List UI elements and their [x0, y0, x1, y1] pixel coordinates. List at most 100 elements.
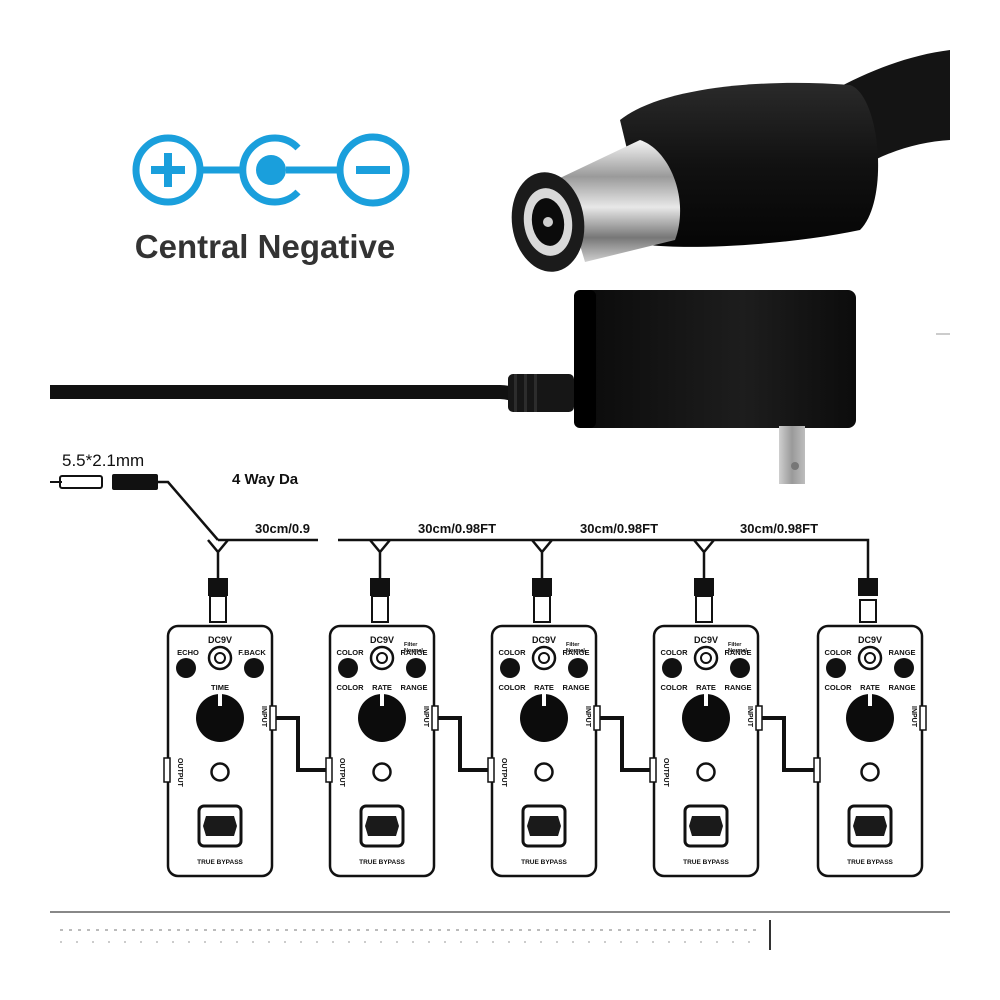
pedal-body [652, 624, 760, 878]
plus-circle-icon [132, 134, 204, 206]
power-adapter-photo [50, 290, 950, 484]
dc-jack-label: DC9V [858, 635, 882, 645]
main-knob-label: RATE [372, 683, 392, 692]
pedal-body [328, 624, 436, 878]
center-pin-icon [239, 134, 301, 206]
pedal-footer-label: TRUE BYPASS [197, 859, 243, 866]
output-jack-icon [649, 757, 657, 783]
input-jack-icon [269, 705, 277, 731]
mode-switch-label: Filter [566, 642, 580, 648]
main-knob-icon [358, 694, 406, 742]
right-knob-label: RANGE [400, 648, 427, 657]
left-knob-label: COLOR [498, 683, 526, 692]
dc-jack-label: DC9V [532, 635, 556, 645]
main-knob-icon [520, 694, 568, 742]
pedal-body [166, 624, 274, 878]
output-jack-label: OUTPUT [176, 758, 183, 788]
mode-switch-label: Normal [566, 648, 585, 654]
input-jack-label: INPUT [910, 706, 917, 728]
small-knob-right-icon [406, 658, 426, 678]
output-jack-icon [487, 757, 495, 783]
input-jack-icon [431, 705, 439, 731]
dc-jack-pin-icon [538, 652, 550, 664]
pedal-connector-1 [208, 578, 228, 623]
mode-switch-label: Filter [728, 642, 742, 648]
led-indicator-icon [696, 762, 716, 782]
pedal-footer-label: TRUE BYPASS [521, 859, 567, 866]
knob-pointer-icon [542, 694, 546, 706]
right-knob-label: RANGE [400, 683, 427, 692]
input-jack-icon [919, 705, 927, 731]
right-knob-label: RANGE [562, 648, 589, 657]
main-knob-icon [682, 694, 730, 742]
main-knob-label: RATE [860, 683, 880, 692]
output-jack-icon [163, 757, 171, 783]
patch-cable [438, 716, 488, 772]
footswitch-icon [689, 816, 723, 836]
small-knob-right-icon [894, 658, 914, 678]
left-knob-label: COLOR [336, 648, 364, 657]
male-plug [59, 475, 103, 489]
patch-cable [600, 716, 650, 772]
small-knob-right-icon [568, 658, 588, 678]
output-jack-label: OUTPUT [338, 758, 345, 788]
led-indicator-icon [210, 762, 230, 782]
polarity-label: Central Negative [135, 228, 395, 265]
main-knob-icon [196, 694, 244, 742]
segment-label-4: 30cm/0.98FT [740, 521, 818, 536]
polarity-symbol [132, 133, 410, 207]
dc-jack-label: DC9V [208, 635, 232, 645]
left-knob-label: COLOR [498, 648, 526, 657]
pedal-footer-label: TRUE BYPASS [683, 859, 729, 866]
left-knob-label: COLOR [660, 683, 688, 692]
left-knob-label: COLOR [336, 683, 364, 692]
right-knob-label: RANGE [888, 648, 915, 657]
right-knob-label: RANGE [562, 683, 589, 692]
footswitch-icon [527, 816, 561, 836]
knob-pointer-icon [380, 694, 384, 706]
dc-jack-label: DC9V [370, 635, 394, 645]
knob-pointer-icon [218, 694, 222, 706]
small-knob-left-icon [176, 658, 196, 678]
small-knob-left-icon [338, 658, 358, 678]
pedal-footer-label: TRUE BYPASS [359, 859, 405, 866]
small-knob-right-icon [730, 658, 750, 678]
segment-label-1: 30cm/0.9 [255, 521, 310, 536]
pedal-body [490, 624, 598, 878]
mode-switch-label: Normal [728, 648, 747, 654]
dc-plug-photo [500, 50, 950, 275]
patch-cable [276, 716, 326, 772]
pedal-footer-label: TRUE BYPASS [847, 859, 893, 866]
output-jack-icon [813, 757, 821, 783]
pedal-connector-5 [858, 578, 878, 623]
mode-switch-label: Normal [404, 648, 423, 654]
dc-jack-pin-icon [864, 652, 876, 664]
main-knob-label: RATE [696, 683, 716, 692]
input-jack-label: INPUT [422, 706, 429, 728]
mode-switch-label: Filter [404, 642, 418, 648]
input-jack-label: INPUT [260, 706, 267, 728]
footswitch-icon [203, 816, 237, 836]
left-knob-label: COLOR [824, 683, 852, 692]
patch-cable [762, 716, 814, 772]
led-indicator-icon [372, 762, 392, 782]
splitter-cable: 5.5*2.1mm 4 Way Da 30cm/0.9 30cm/0.98FT … [50, 451, 878, 623]
input-jack-icon [755, 705, 763, 731]
output-jack-label: OUTPUT [662, 758, 669, 788]
knob-pointer-icon [868, 694, 872, 706]
splitter-title: 4 Way Da [232, 471, 299, 488]
dc-jack-pin-icon [700, 652, 712, 664]
small-knob-left-icon [662, 658, 682, 678]
right-knob-label: F.BACK [238, 648, 266, 657]
pedal-body [816, 624, 924, 878]
led-indicator-icon [534, 762, 554, 782]
input-jack-label: INPUT [746, 706, 753, 728]
led-indicator-icon [860, 762, 880, 782]
small-knob-left-icon [826, 658, 846, 678]
dc-jack-pin-icon [214, 652, 226, 664]
output-jack-label: OUTPUT [500, 758, 507, 788]
input-jack-label: INPUT [584, 706, 591, 728]
